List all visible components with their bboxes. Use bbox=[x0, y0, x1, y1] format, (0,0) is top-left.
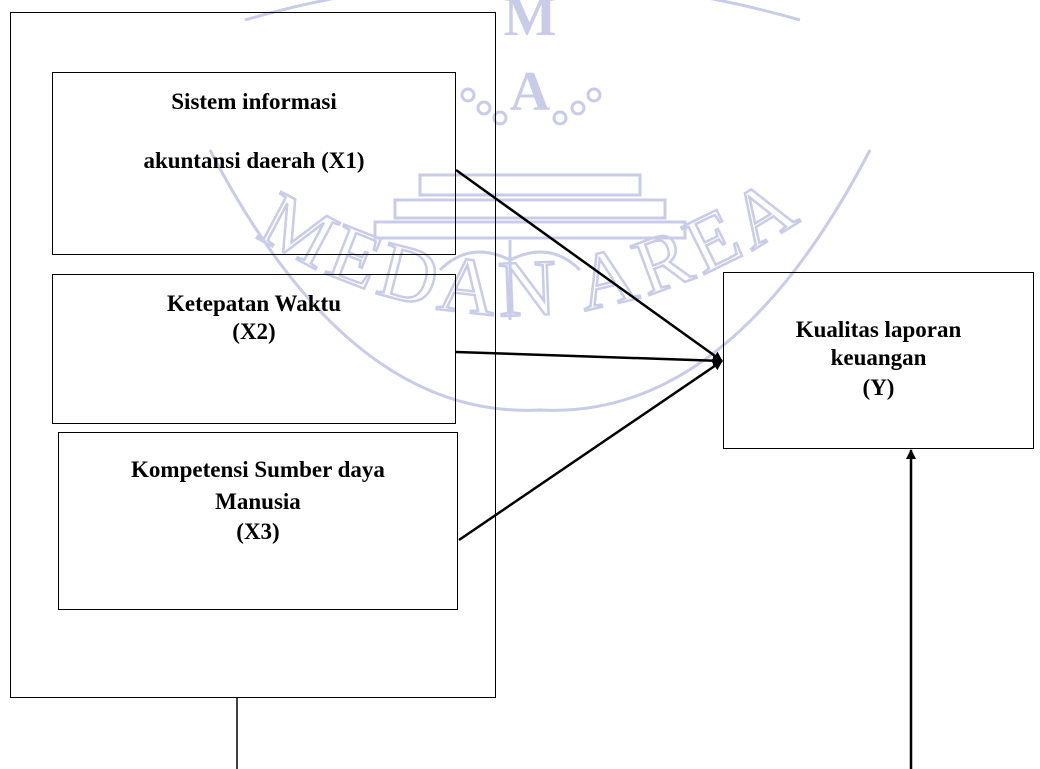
x3-label-line-1: Kompetensi Sumber daya bbox=[131, 457, 385, 482]
x2-label-line-1: Ketepatan Waktu bbox=[166, 291, 342, 316]
x1-label-line-1: Sistem informasi bbox=[171, 89, 337, 114]
y-label-line-2: keuangan bbox=[830, 345, 927, 370]
x3-label-line-3: (X3) bbox=[236, 519, 280, 544]
arrow-x3-to-y bbox=[458, 359, 723, 542]
variable-box-x3: Kompetensi Sumber daya Manusia (X3) bbox=[58, 432, 458, 610]
variable-box-y: Kualitas laporan keuangan (Y) bbox=[723, 272, 1034, 449]
y-label-line-1: Kualitas laporan bbox=[795, 317, 962, 342]
arrow-x1-to-y bbox=[455, 168, 723, 363]
variable-box-x1: Sistem informasi akuntansi daerah (X1) bbox=[52, 72, 456, 255]
arrow-x2-to-y bbox=[455, 350, 723, 366]
variable-box-x2: Ketepatan Waktu (X2) bbox=[52, 274, 456, 424]
x3-label-line-2: Manusia bbox=[215, 489, 301, 514]
x1-label-line-2: akuntansi daerah (X1) bbox=[143, 148, 365, 173]
y-label-line-3: (Y) bbox=[862, 375, 895, 400]
x2-label-line-2: (X2) bbox=[232, 319, 276, 344]
independent-variables-frame bbox=[10, 12, 496, 698]
